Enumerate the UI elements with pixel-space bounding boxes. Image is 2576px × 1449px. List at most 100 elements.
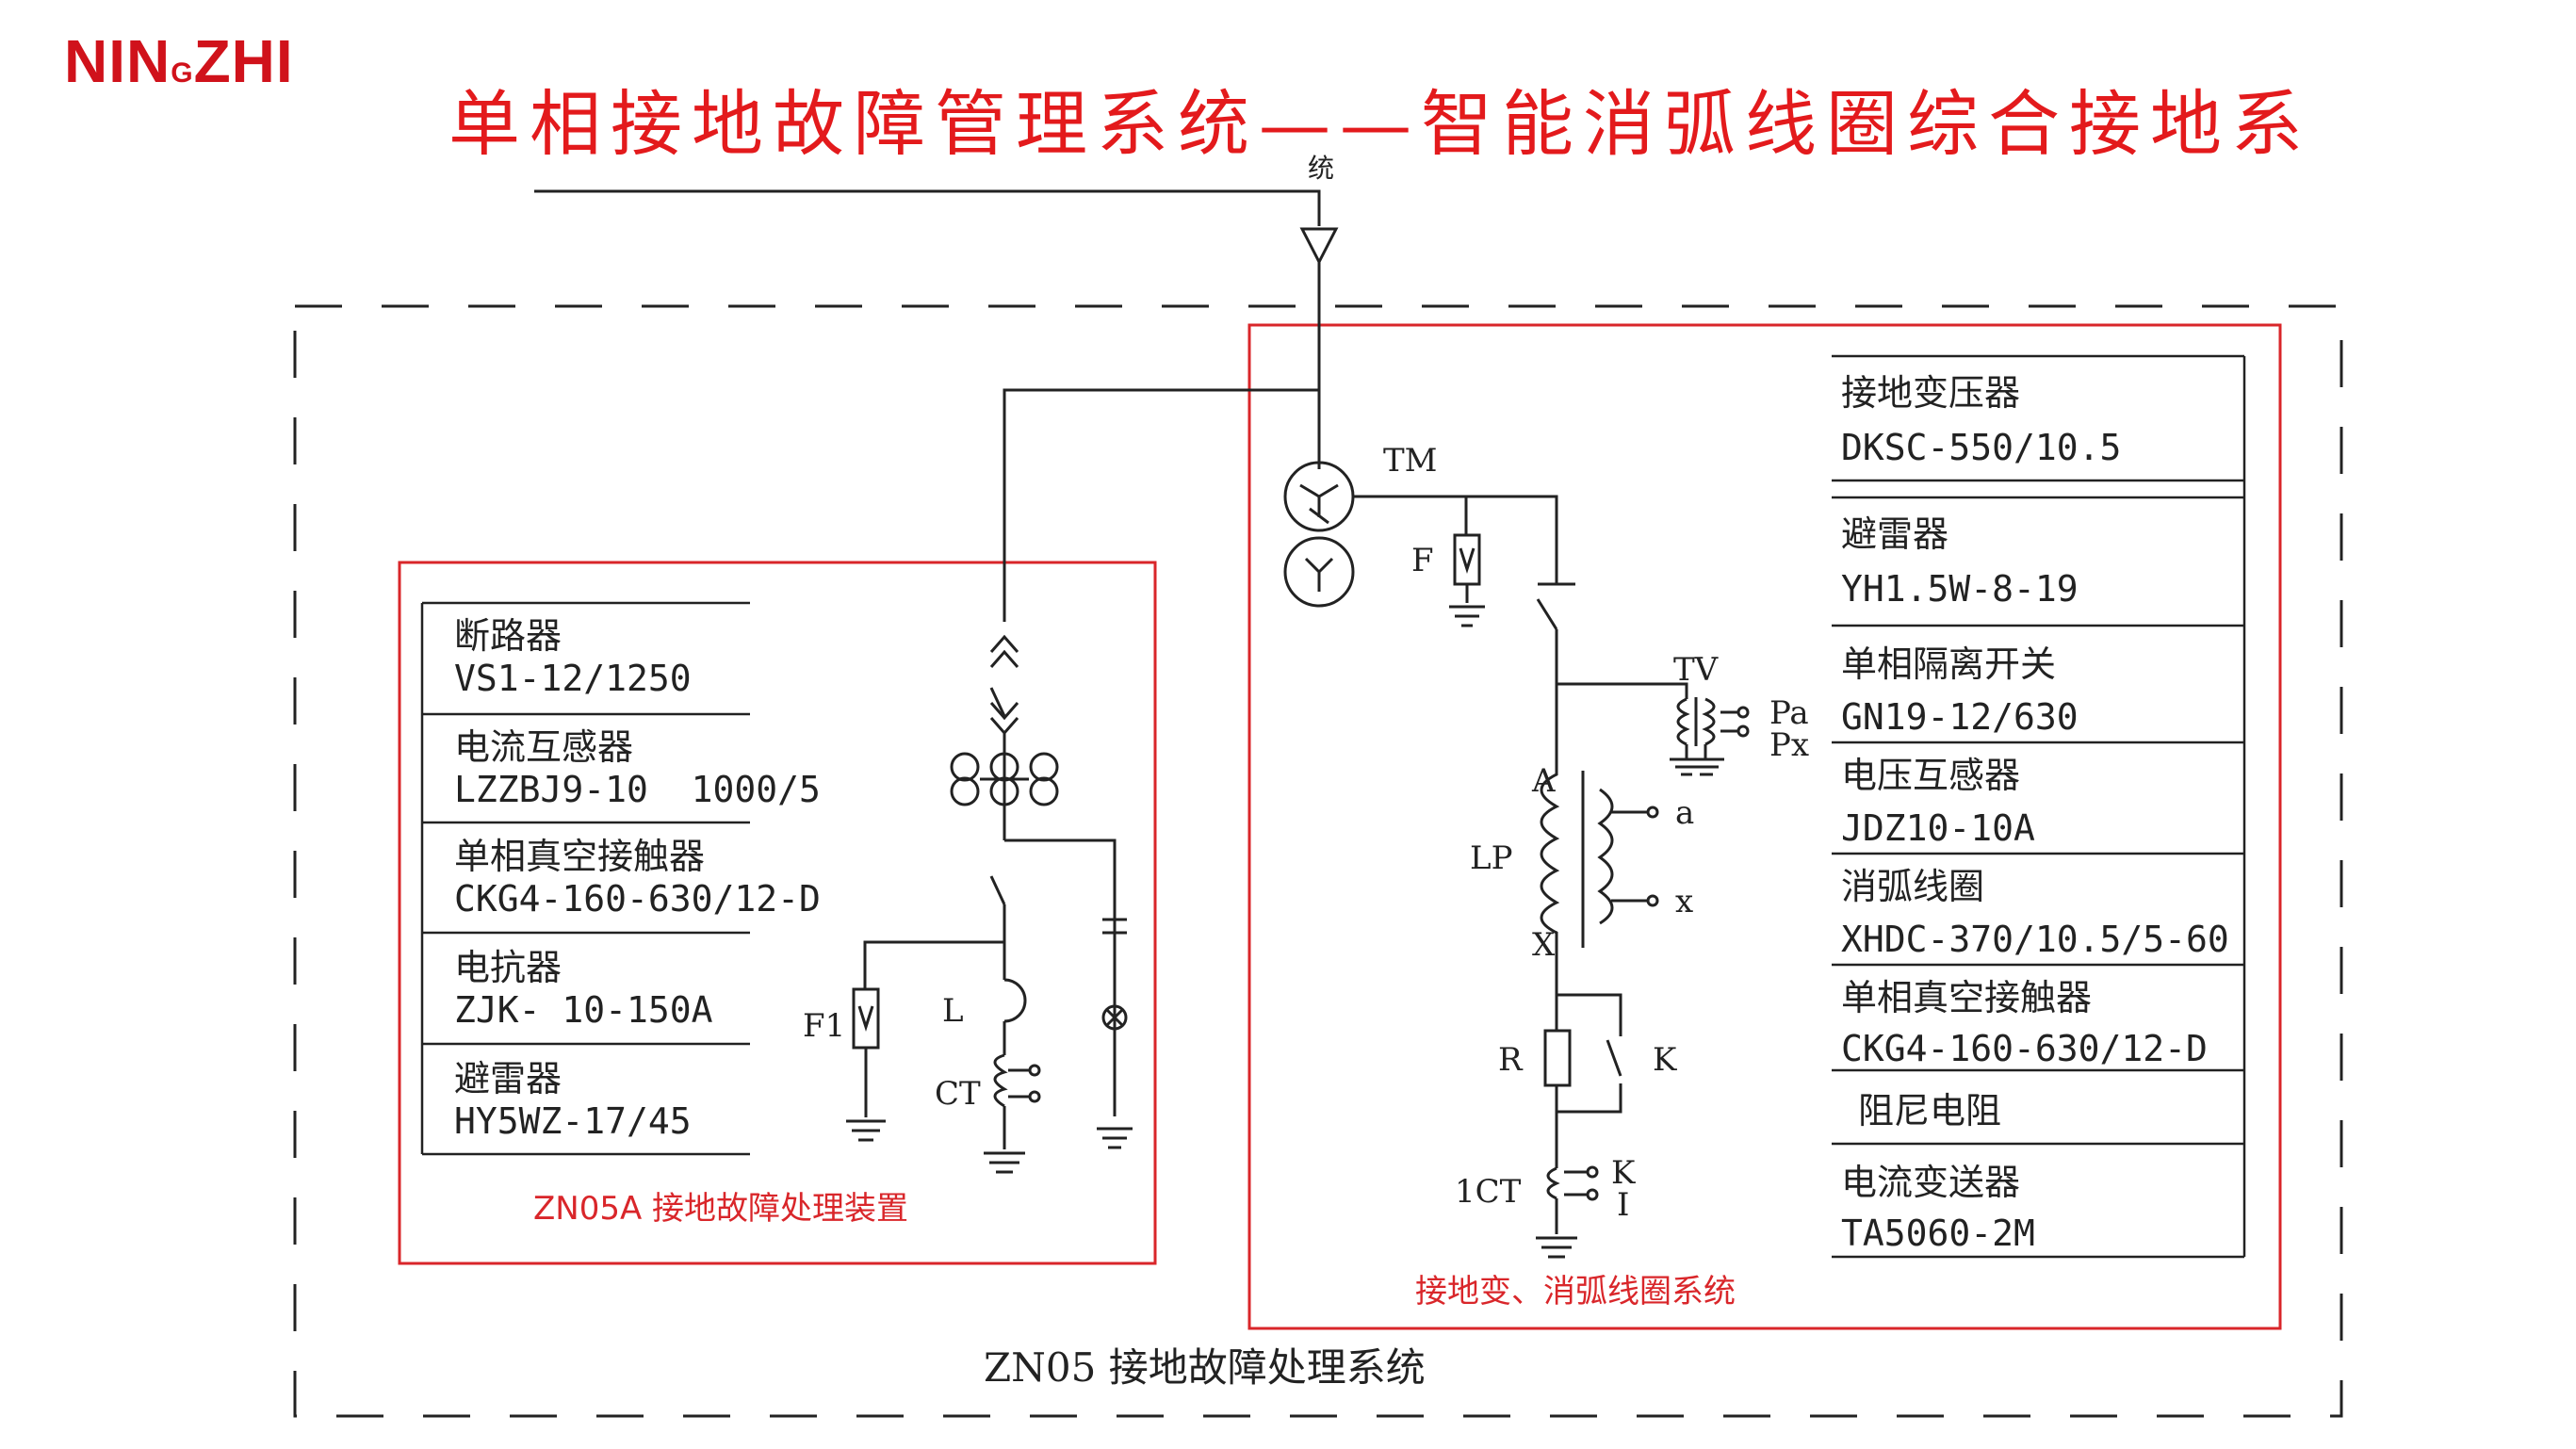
- ct1-terminal-i: [1586, 1188, 1599, 1201]
- label-l: L: [942, 992, 964, 1030]
- left-item-4-model: ZJK- 10-150A: [454, 989, 713, 1031]
- current-transformer-symbols: [950, 752, 1059, 806]
- label-pa: Pa: [1769, 694, 1809, 732]
- ground-symbol-3: [984, 1151, 1025, 1174]
- ct-leads: [1008, 1068, 1030, 1099]
- isolator-contact: [1536, 598, 1558, 630]
- tv-terminal-pa: [1736, 706, 1750, 719]
- ct-terminal-1: [1028, 1064, 1041, 1077]
- tv-primary-coil: [1676, 697, 1690, 746]
- right-panel-caption: 接地变、消弧线圈系统: [1415, 1273, 1736, 1311]
- ground-symbol-1: [1097, 1127, 1133, 1149]
- tm-star: [1304, 557, 1334, 592]
- arc-coil-terminal-x: [1646, 894, 1659, 907]
- left-panel-caption: ZN05A 接地故障处理装置: [533, 1190, 908, 1228]
- contactor-k-symbol: [1555, 1039, 1622, 1114]
- left-component-table: [420, 601, 750, 1156]
- tv-leads: [1720, 710, 1738, 733]
- label-k: K: [1653, 1041, 1677, 1079]
- arrester-f-symbol: [1453, 533, 1481, 586]
- damping-resistor-symbol: [1543, 1029, 1572, 1087]
- logo-part-2: G: [171, 57, 194, 89]
- brand-logo: NINGZHI: [64, 26, 294, 96]
- right-item-7-name: 阻尼电阻: [1858, 1090, 2001, 1132]
- ct1-coil: [1546, 1166, 1560, 1200]
- left-item-3-model: CKG4-160-630/12-D: [454, 878, 821, 920]
- right-panel-frame: [1247, 323, 2282, 1330]
- breaker-plug-bottom: [989, 702, 1019, 736]
- tv-ground-leads: [1685, 744, 1707, 759]
- label-x-upper: X: [1532, 926, 1556, 964]
- right-item-3-name: 单相隔离开关: [1841, 643, 2056, 685]
- tv-terminal-px: [1736, 724, 1750, 738]
- capacitor-symbol: [1102, 918, 1127, 935]
- arrester-f1-lead: [857, 1005, 874, 1117]
- indicator-lamp-cross: [1104, 1007, 1125, 1028]
- arrester-f1-symbol: [852, 987, 880, 1050]
- right-item-6-name: 单相真空接触器: [1841, 977, 2092, 1018]
- label-x-lower: x: [1675, 883, 1693, 920]
- left-item-2-model: LZZBJ9-10 1000/5: [454, 769, 821, 810]
- ct1-leads: [1564, 1170, 1588, 1197]
- arc-coil-secondary: [1597, 788, 1614, 925]
- left-item-5-name: 避雷器: [454, 1058, 562, 1099]
- label-lp: LP: [1470, 839, 1512, 877]
- left-item-1-name: 断路器: [454, 615, 562, 657]
- indicator-lamp-symbol: [1101, 1004, 1128, 1031]
- label-ct: CT: [935, 1075, 981, 1113]
- left-item-2-name: 电流互感器: [454, 726, 633, 768]
- label-tv: TV: [1673, 651, 1720, 689]
- incoming-terminal-symbol: [1299, 227, 1339, 266]
- left-item-1-model: VS1-12/1250: [454, 658, 692, 699]
- system-frame: [293, 304, 2343, 1418]
- logo-part-1: NIN: [64, 27, 171, 95]
- left-item-4-name: 电抗器: [454, 947, 562, 988]
- system-caption: ZN05 接地故障处理系统: [984, 1344, 1426, 1391]
- label-f1: F1: [803, 1007, 845, 1045]
- arrester-branch: [863, 940, 1004, 989]
- right-item-1-name: 接地变压器: [1841, 372, 2020, 414]
- tm-zigzag: [1299, 483, 1339, 525]
- logo-part-3: ZHI: [193, 27, 294, 95]
- label-r: R: [1498, 1041, 1524, 1079]
- ground-symbol-6: [1688, 757, 1724, 776]
- label-1ct: 1CT: [1455, 1173, 1522, 1211]
- label-a-upper: A: [1531, 762, 1556, 800]
- tv-branch: [1557, 682, 1688, 699]
- right-item-1-model: DKSC-550/10.5: [1841, 427, 2121, 468]
- tm-neutral-line: [1353, 495, 1575, 586]
- resistor-bypass-line: [1555, 952, 1622, 1036]
- ct1-terminal-k: [1586, 1165, 1599, 1179]
- reactor-symbol: [1003, 978, 1027, 1023]
- ground-symbol-7: [1536, 1236, 1577, 1259]
- right-item-8-name: 电流变送器: [1841, 1162, 2020, 1203]
- label-f: F: [1411, 542, 1434, 579]
- right-item-6-model: CKG4-160-630/12-D: [1841, 1028, 2208, 1069]
- label-px: Px: [1769, 726, 1809, 764]
- breaker-plug-top: [989, 634, 1019, 668]
- label-a-lower: a: [1675, 794, 1694, 832]
- ct-coil-symbol: [993, 1053, 1008, 1108]
- left-item-3-name: 单相真空接触器: [454, 836, 705, 877]
- arc-coil-primary: [1540, 763, 1560, 952]
- label-k2: K: [1611, 1154, 1636, 1192]
- right-item-3-model: GN19-12/630: [1841, 696, 2079, 738]
- label-i: I: [1617, 1186, 1629, 1224]
- ct-terminal-2: [1028, 1090, 1041, 1103]
- right-item-4-name: 电压互感器: [1841, 755, 2020, 796]
- breaker-contact: [989, 687, 1006, 717]
- right-item-4-model: JDZ10-10A: [1841, 807, 2035, 849]
- tv-secondary-coil: [1702, 697, 1716, 746]
- ground-symbol-4: [1449, 605, 1485, 627]
- arc-coil-terminal-a: [1646, 806, 1659, 819]
- right-item-8-model: TA5060-2M: [1841, 1213, 2035, 1254]
- indicator-branch: [1004, 838, 1117, 1116]
- title-overflow-char: 统: [1308, 153, 1334, 184]
- right-item-5-name: 消弧线圈: [1841, 866, 1984, 907]
- left-panel-frame: [398, 561, 1157, 1265]
- right-item-2-name: 避雷器: [1841, 513, 1948, 555]
- branch-to-left-panel: [1003, 388, 1319, 622]
- arc-coil-leads: [1611, 810, 1648, 903]
- tm-winding-lower: [1283, 536, 1355, 608]
